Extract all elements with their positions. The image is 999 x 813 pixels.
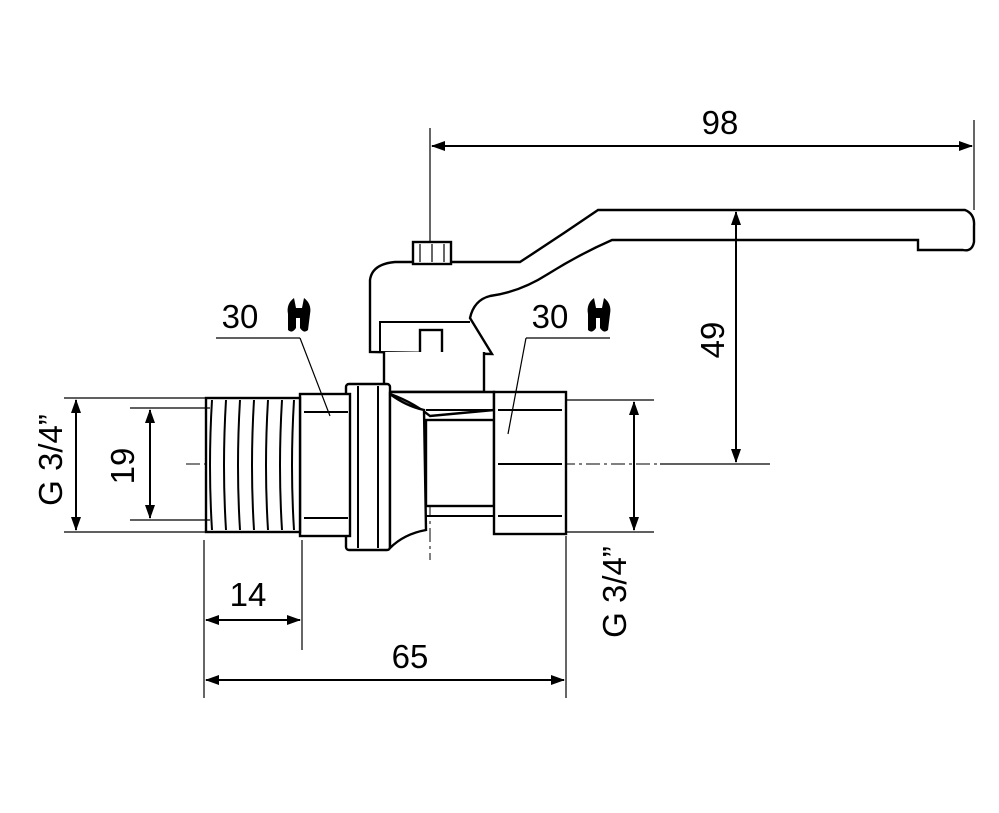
wrench-icon	[587, 298, 611, 332]
dim-handle-height: 49	[694, 322, 731, 359]
dimension-arrows	[71, 141, 973, 685]
wrench-icon	[287, 298, 311, 332]
dim-thread-left: G 3/4”	[32, 414, 69, 506]
dim-wrench-left: 30	[222, 298, 259, 335]
extension-lines	[64, 120, 975, 698]
dim-thread-right: G 3/4”	[596, 546, 633, 638]
lever-handle	[368, 208, 976, 356]
male-thread	[204, 396, 302, 534]
valve-body	[204, 208, 976, 552]
dim-thread-bore: 19	[104, 448, 141, 485]
dim-wrench-right: 30	[532, 298, 569, 335]
dim-handle-length: 98	[702, 104, 739, 141]
dim-overall-length: 65	[392, 638, 429, 675]
dim-thread-length: 14	[230, 576, 267, 613]
